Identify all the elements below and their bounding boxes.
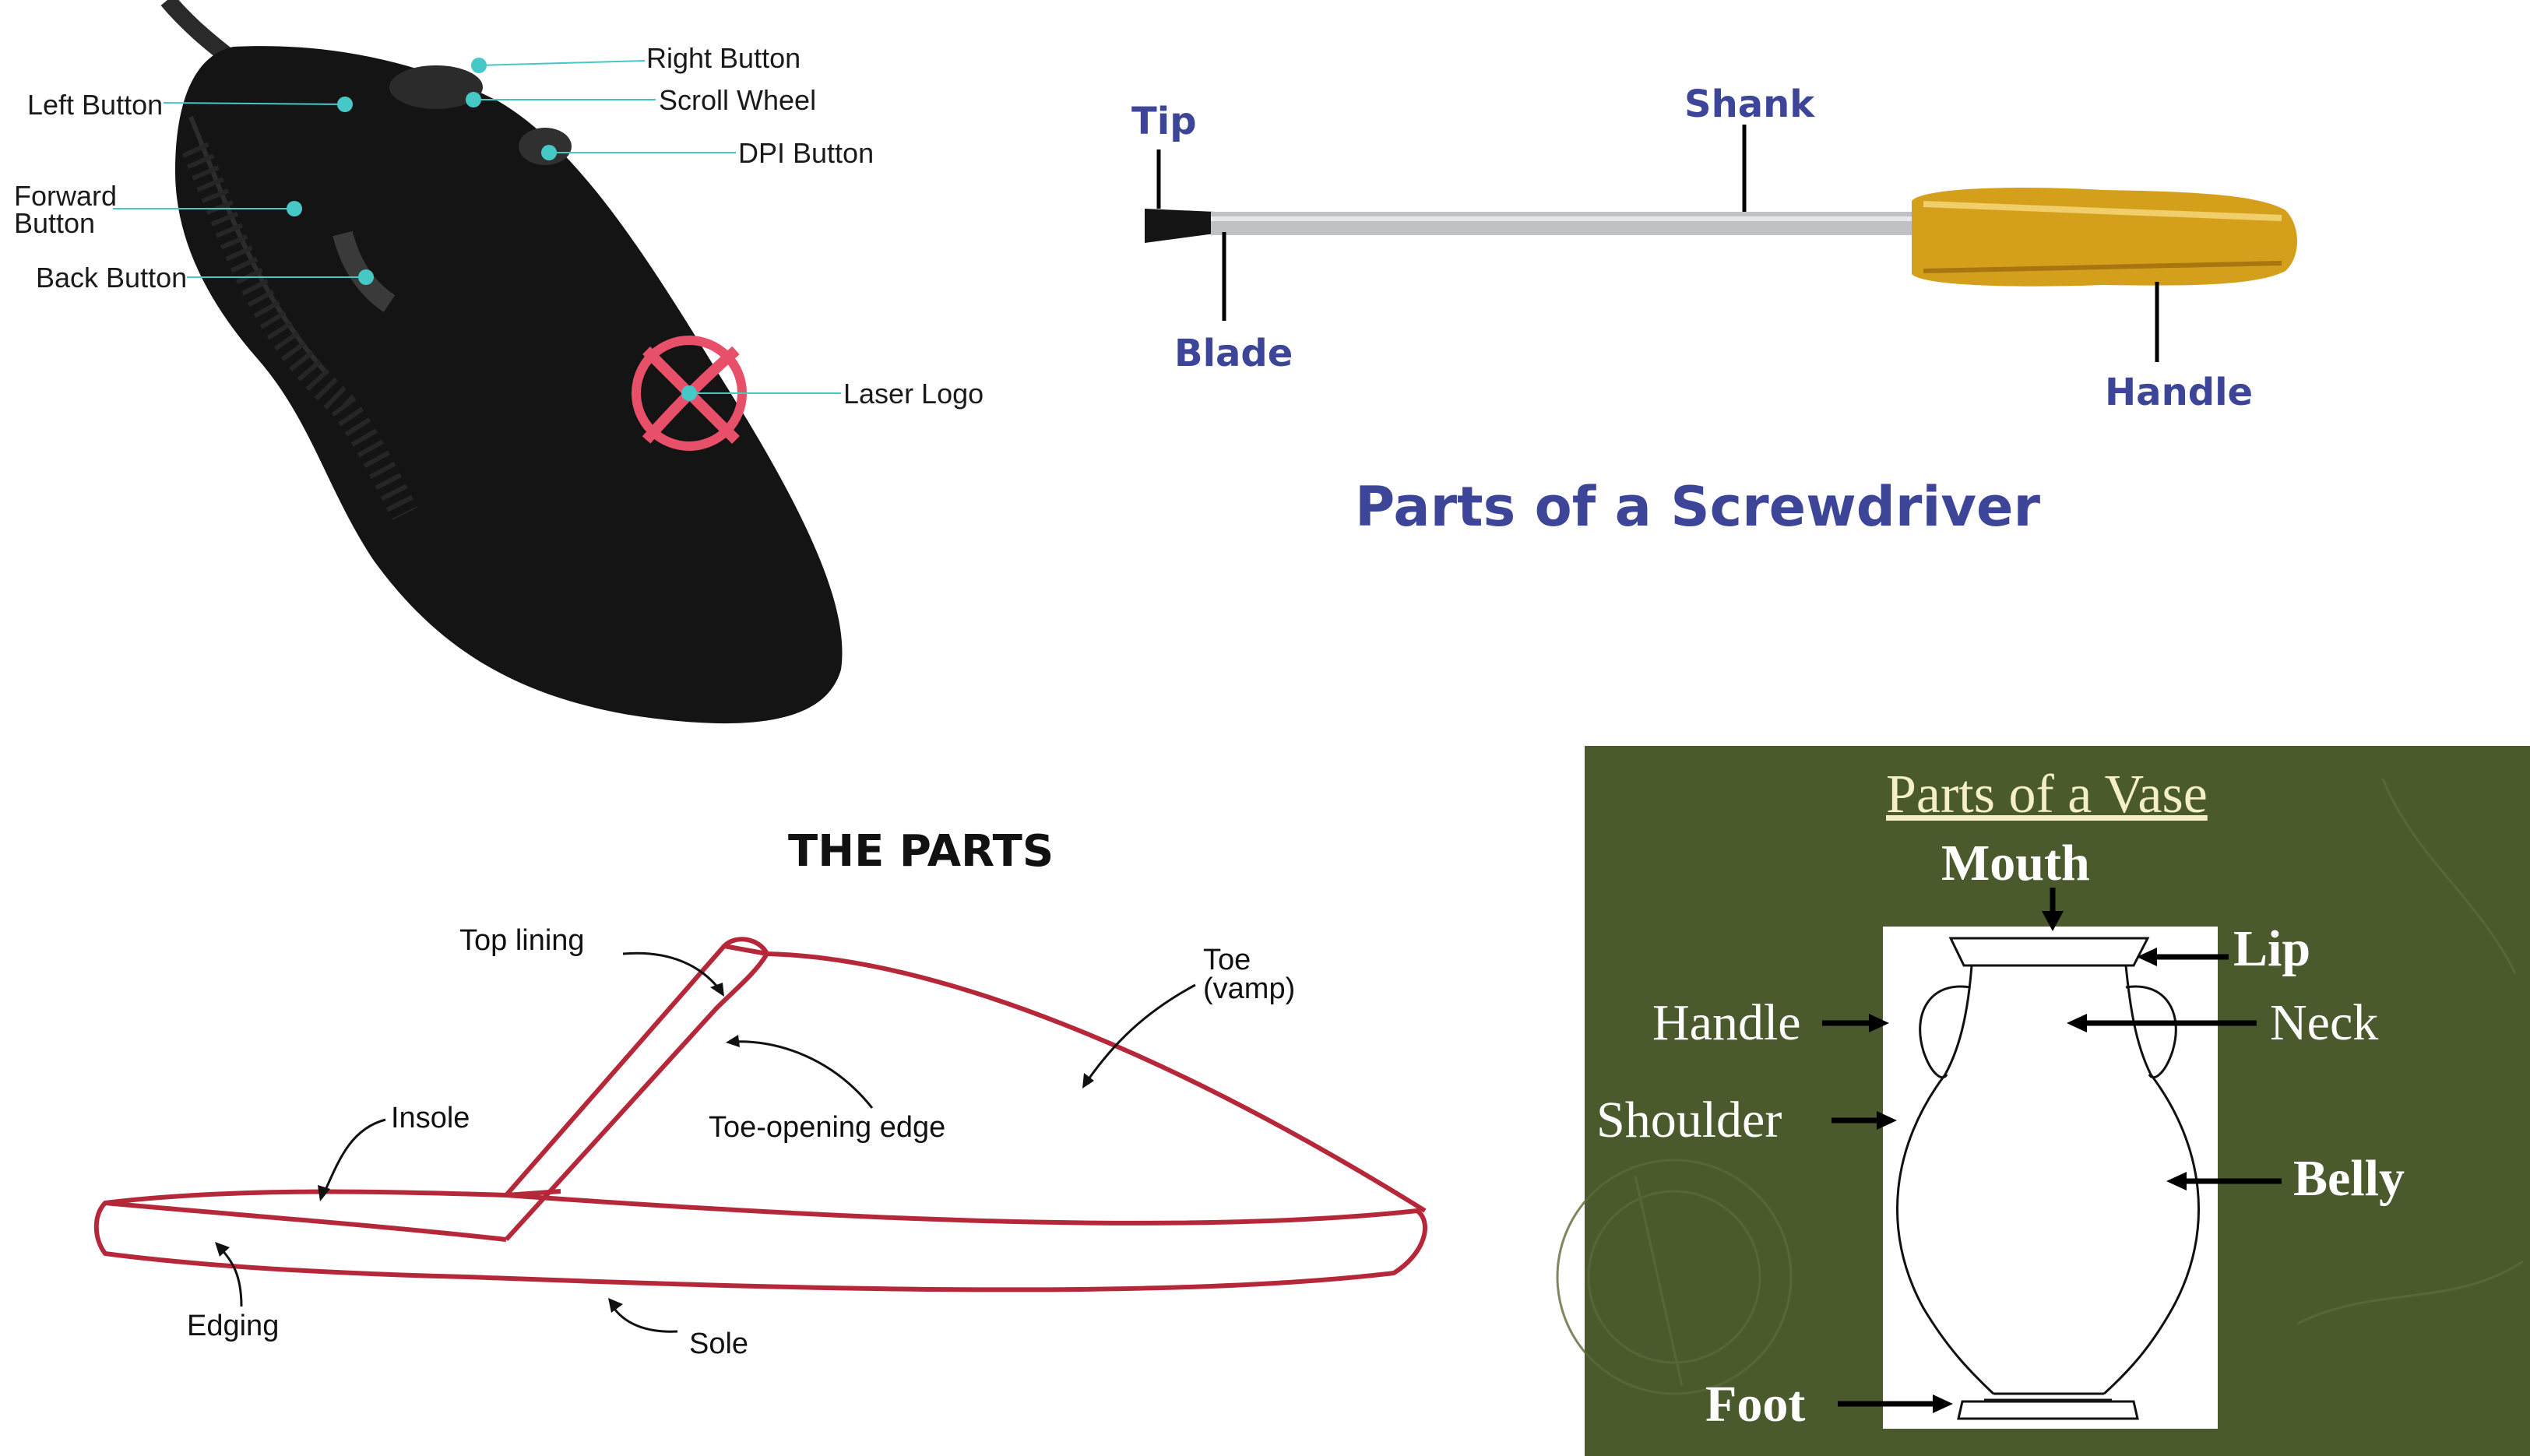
label-neck: Neck: [2270, 994, 2378, 1051]
screwdriver-tip-shape: [1145, 209, 1215, 243]
mouse-body: [175, 46, 843, 724]
label-lip: Lip: [2233, 920, 2310, 977]
mouse-leader-lines: [113, 60, 841, 394]
label-dpi-button: DPI Button: [738, 137, 874, 169]
screwdriver-title: Parts of a Screwdriver: [1355, 475, 2041, 539]
screwdriver-shank-shape: [1211, 212, 1916, 235]
label-foot: Foot: [1705, 1376, 1805, 1433]
vase-arrowheads: [1869, 911, 2187, 1413]
label-top-lining: Top lining: [459, 924, 585, 957]
vase-background-texture: [1556, 778, 2524, 1395]
slipper-outline: [93, 937, 1427, 1292]
mouse-markers: [287, 58, 697, 401]
label-tip: Tip: [1131, 100, 1197, 143]
slipper-leader-lines: [216, 951, 1196, 1333]
screwdriver-leader-lines: [1156, 125, 2159, 362]
label-shank: Shank: [1684, 83, 1815, 126]
marker-forward-button: [287, 201, 302, 216]
label-right-button: Right Button: [646, 42, 801, 74]
mouse-panel: Right Button Scroll Wheel Left Button DP…: [14, 0, 983, 724]
label-blade: Blade: [1174, 332, 1293, 375]
label-toe-opening-edge: Toe-opening edge: [709, 1111, 945, 1144]
label-mouth: Mouth: [1941, 835, 2090, 892]
marker-right-button: [471, 58, 487, 73]
slipper-arrowheads: [215, 983, 1094, 1313]
label-sole: Sole: [689, 1328, 748, 1360]
label-belly: Belly: [2293, 1150, 2405, 1207]
screwdriver-panel: Tip Shank Blade Handle Parts of a Screwd…: [1131, 83, 2297, 539]
marker-dpi-button: [541, 145, 557, 160]
label-laser-logo: Laser Logo: [843, 378, 983, 410]
label-scroll-wheel: Scroll Wheel: [659, 84, 816, 116]
label-forward-button-line1: Forward: [14, 180, 117, 212]
label-toe-line2: (vamp): [1203, 972, 1295, 1005]
label-toe-line1: Toe: [1203, 944, 1251, 976]
slipper-panel: THE PARTS T: [93, 826, 1427, 1360]
vase-arrow-lines: [1822, 888, 2282, 1407]
label-insole: Insole: [391, 1102, 470, 1134]
label-back-button: Back Button: [36, 262, 187, 294]
slipper-title: THE PARTS: [788, 826, 1054, 877]
vase-title: Parts of a Vase: [1886, 765, 2208, 825]
label-handle: Handle: [2105, 371, 2253, 414]
label-left-button: Left Button: [27, 89, 163, 121]
mouse-scroll-wheel: [389, 65, 483, 109]
marker-scroll-wheel: [466, 92, 481, 107]
label-shoulder: Shoulder: [1596, 1092, 1782, 1148]
mouse-side-texture: [181, 142, 418, 521]
label-forward-button-line2: Button: [14, 207, 95, 239]
label-vase-handle: Handle: [1652, 994, 1801, 1051]
label-edging: Edging: [187, 1310, 279, 1342]
marker-back-button: [358, 269, 374, 285]
vase-image-area: [1883, 927, 2218, 1429]
vase-panel: Parts of a Vase: [1556, 746, 2530, 1456]
marker-laser-logo: [681, 385, 697, 401]
marker-left-button: [337, 97, 353, 112]
